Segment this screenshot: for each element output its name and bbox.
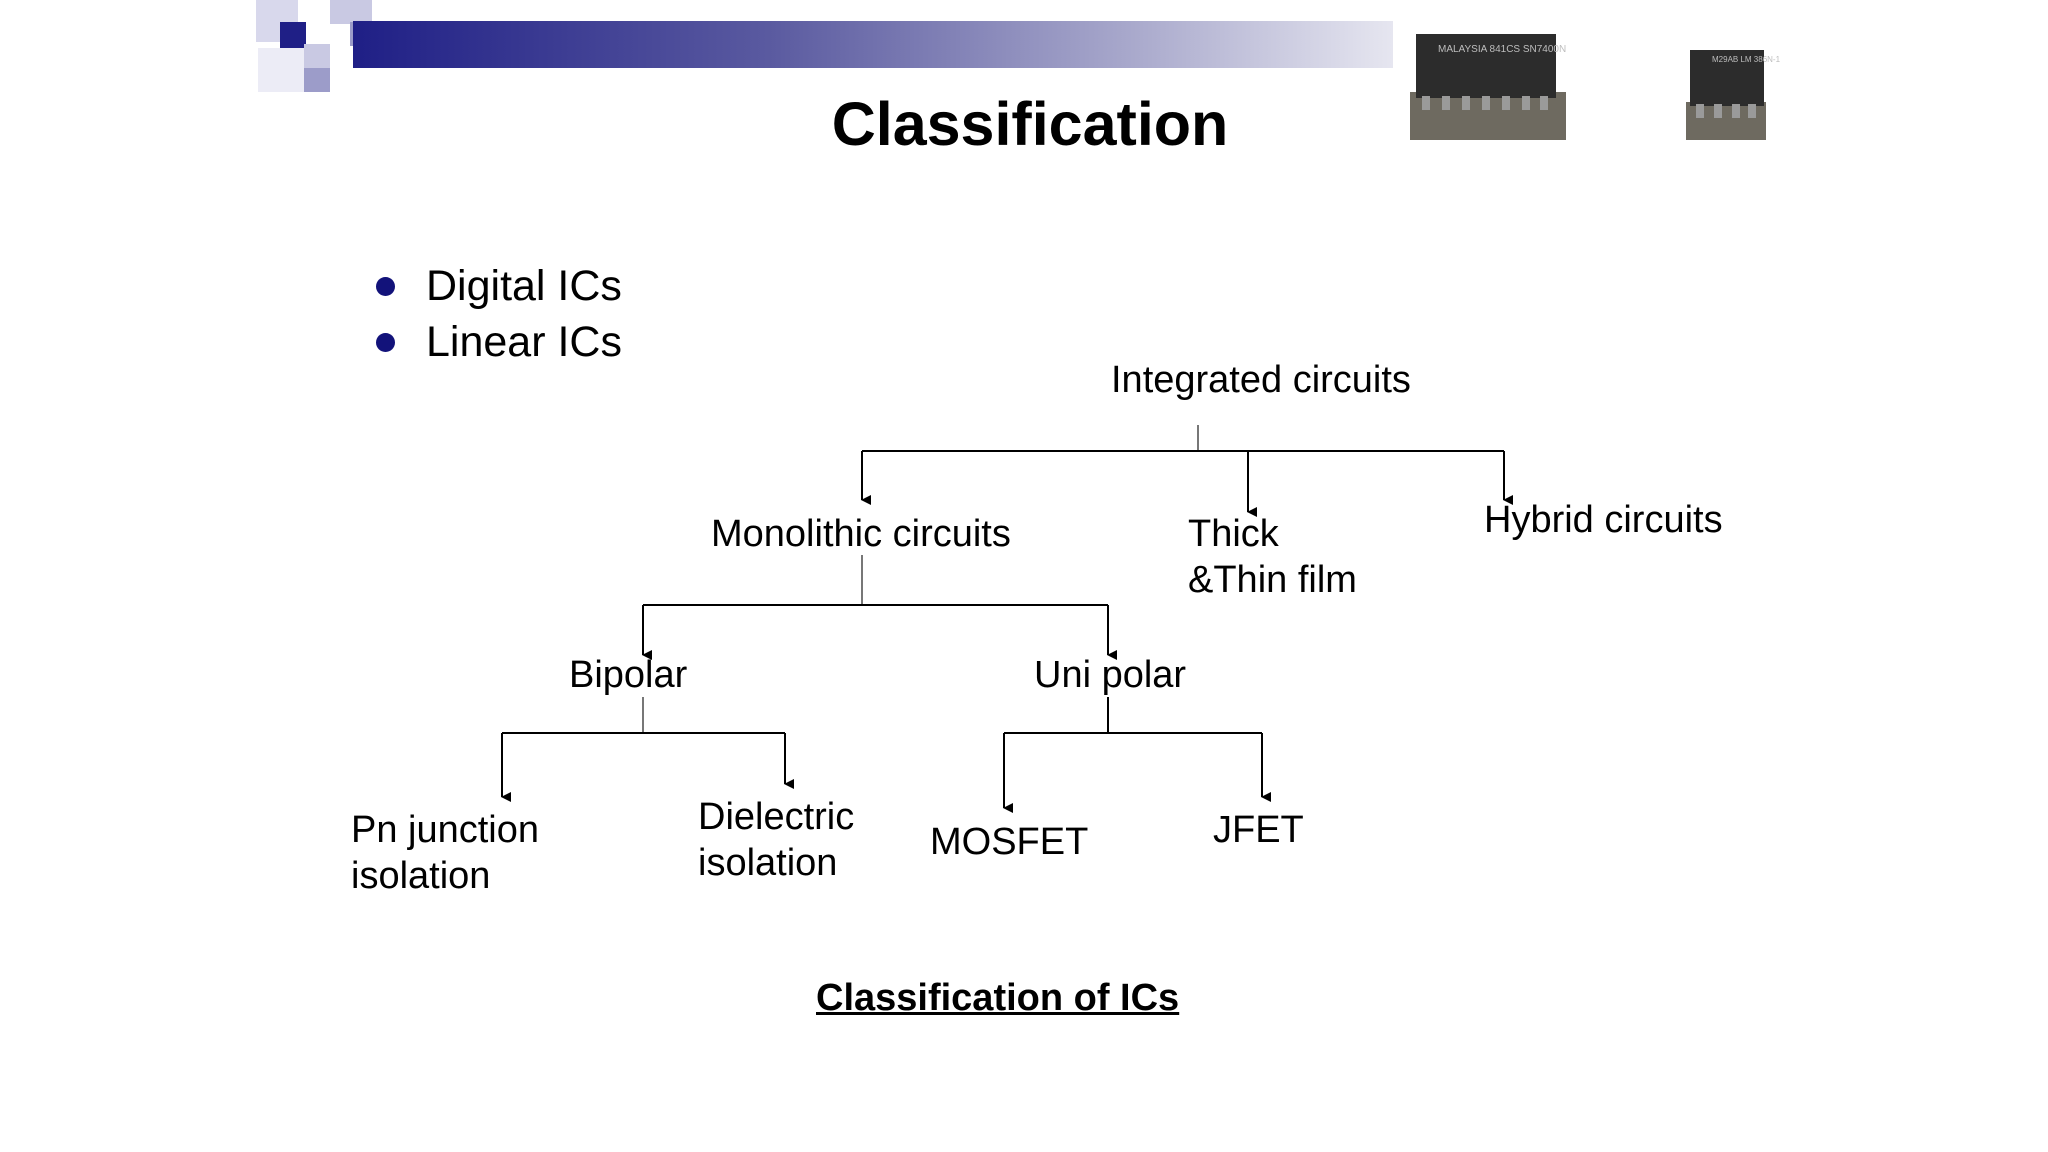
- node-hybrid-circuits: Hybrid circuits: [1484, 499, 1723, 541]
- chip-marking: MALAYSIA 841CS SN7400N: [1438, 44, 1566, 55]
- title-gradient-bar: [353, 21, 1393, 68]
- bullet-dot-icon: [376, 332, 395, 352]
- slide-title: Classification: [831, 90, 1229, 158]
- dip14-chip-photo: MALAYSIA 841CS SN7400N: [1408, 30, 1568, 140]
- node-label-line: &Thin film: [1188, 559, 1357, 601]
- bullet-item: Linear ICs: [376, 314, 622, 370]
- node-thick-thin-film: Thick &Thin film: [1188, 511, 1357, 603]
- node-jfet: JFET: [1213, 809, 1304, 851]
- bullet-item: Digital ICs: [376, 258, 622, 314]
- node-monolithic-circuits: Monolithic circuits: [711, 513, 1011, 555]
- corner-square: [280, 22, 306, 48]
- node-label-line: Dielectric: [698, 796, 855, 838]
- node-label-line: isolation: [698, 842, 838, 884]
- node-label-line: Pn junction: [351, 809, 540, 851]
- corner-square: [258, 48, 304, 92]
- node-label-line: isolation: [351, 855, 491, 897]
- node-integrated-circuits: Integrated circuits: [1111, 359, 1411, 401]
- bullet-text: Linear ICs: [426, 317, 622, 366]
- dip8-chip-photo: M29AB LM 386N-1: [1684, 48, 1781, 140]
- bullet-dot-icon: [376, 276, 395, 296]
- node-bipolar: Bipolar: [569, 654, 688, 696]
- corner-square: [304, 44, 330, 68]
- corner-square: [304, 68, 330, 92]
- node-unipolar: Uni polar: [1034, 654, 1187, 696]
- corner-square: [330, 0, 372, 24]
- node-pn-junction-isolation: Pn junction isolation: [351, 807, 539, 899]
- node-dielectric-isolation: Dielectric isolation: [698, 794, 854, 886]
- chip-marking: M29AB LM 386N-1: [1712, 55, 1781, 64]
- bullet-text: Digital ICs: [426, 261, 622, 310]
- node-mosfet: MOSFET: [930, 821, 1089, 863]
- diagram-caption: Classification of ICs: [816, 977, 1180, 1019]
- bullet-list: Digital ICs Linear ICs: [376, 258, 622, 370]
- node-label-line: Thick: [1188, 513, 1279, 555]
